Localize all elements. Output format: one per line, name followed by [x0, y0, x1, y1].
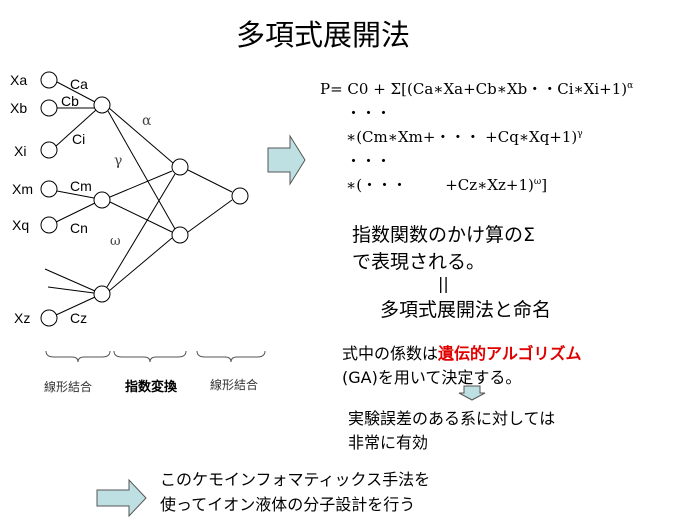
- right-arrow-icon: [267, 134, 306, 186]
- weight-label: Cb: [61, 93, 79, 109]
- formula-text: P= C0 + Σ[(Ca∗Xa+Cb∗Xb・・Ci∗Xi+1): [320, 80, 628, 98]
- formula-exponent: α: [627, 81, 634, 91]
- stage-label: 線形結合: [44, 379, 92, 394]
- exponent-omega: ω: [110, 234, 121, 249]
- footer-line-1: このケモインフォマティックス手法を: [160, 470, 431, 489]
- down-arrow-icon: [458, 385, 486, 401]
- hidden-node: [93, 285, 111, 303]
- input-label: Xz: [14, 310, 30, 326]
- weight-label: Ca: [70, 76, 88, 92]
- stage-braces: [45, 350, 266, 363]
- input-node-xm: [40, 180, 58, 198]
- ga-line-2: (GA)を用いて決定する。: [342, 368, 522, 387]
- hidden-node: [93, 96, 111, 114]
- input-label: Xq: [12, 217, 29, 233]
- input-label: Xm: [12, 181, 33, 197]
- exponent-alpha: α: [142, 113, 152, 129]
- explanation-line-3: 多項式展開法と命名: [380, 299, 552, 321]
- explanation-line-1: 指数関数のかけ算のΣ: [352, 224, 536, 246]
- formula-text: ∗(Cm∗Xm+・・・ +Cq∗Xq+1): [346, 128, 578, 146]
- input-label: Xb: [10, 100, 27, 116]
- input-node-xi: [40, 141, 58, 159]
- result-line-1: 実験誤差のある系に対しては: [348, 409, 556, 428]
- formula-exponent: γ: [577, 129, 583, 139]
- right-arrow-icon: [96, 478, 147, 518]
- output-node: [231, 187, 249, 205]
- ga-text: 式中の係数は: [342, 344, 439, 363]
- formula-line-4: ・・・: [346, 152, 392, 170]
- network-edges: [44, 81, 233, 316]
- formula-line-3: ∗(Cm∗Xm+・・・ +Cq∗Xq+1)γ: [346, 126, 583, 147]
- formula-exponent: ω: [533, 177, 542, 187]
- exponent-gamma: γ: [114, 153, 122, 169]
- input-node-xz: [40, 309, 58, 327]
- weight-label: Cn: [70, 220, 88, 236]
- stage-label: 線形結合: [210, 377, 258, 392]
- slide-title: 多項式展開法: [236, 18, 411, 52]
- input-node-xq: [40, 216, 58, 234]
- ga-line-1: 式中の係数は遺伝的アルゴリズム: [342, 340, 582, 364]
- formula-line-2: ・・・: [346, 104, 392, 122]
- hidden2-node: [171, 226, 189, 244]
- network-nodes: [40, 71, 249, 327]
- explanation-line-2: で表現される。: [352, 251, 486, 273]
- formula-line-1: P= C0 + Σ[(Ca∗Xa+Cb∗Xb・・Ci∗Xi+1)α: [320, 78, 633, 99]
- formula-text: ∗(・・・ +Cz∗Xz+1): [346, 176, 534, 194]
- hidden-node: [93, 191, 111, 209]
- weight-label: Cz: [70, 310, 87, 326]
- input-node-xa: [40, 71, 58, 89]
- stage-label: 指数変換: [125, 379, 178, 394]
- weight-label: Cm: [70, 178, 92, 194]
- formula-text: ]: [541, 176, 548, 194]
- ga-highlight: 遺伝的アルゴリズム: [438, 344, 582, 363]
- input-node-xb: [40, 99, 58, 117]
- footer-line-2: 使ってイオン液体の分子設計を行う: [160, 495, 416, 514]
- equals-sign: ||: [438, 274, 449, 293]
- formula-line-5: ∗(・・・ +Cz∗Xz+1)ω]: [346, 174, 547, 195]
- hidden2-node: [171, 158, 189, 176]
- input-label: Xi: [14, 143, 26, 159]
- weight-label: Ci: [72, 131, 85, 147]
- input-label: Xa: [10, 72, 27, 88]
- result-line-2: 非常に有効: [348, 433, 429, 452]
